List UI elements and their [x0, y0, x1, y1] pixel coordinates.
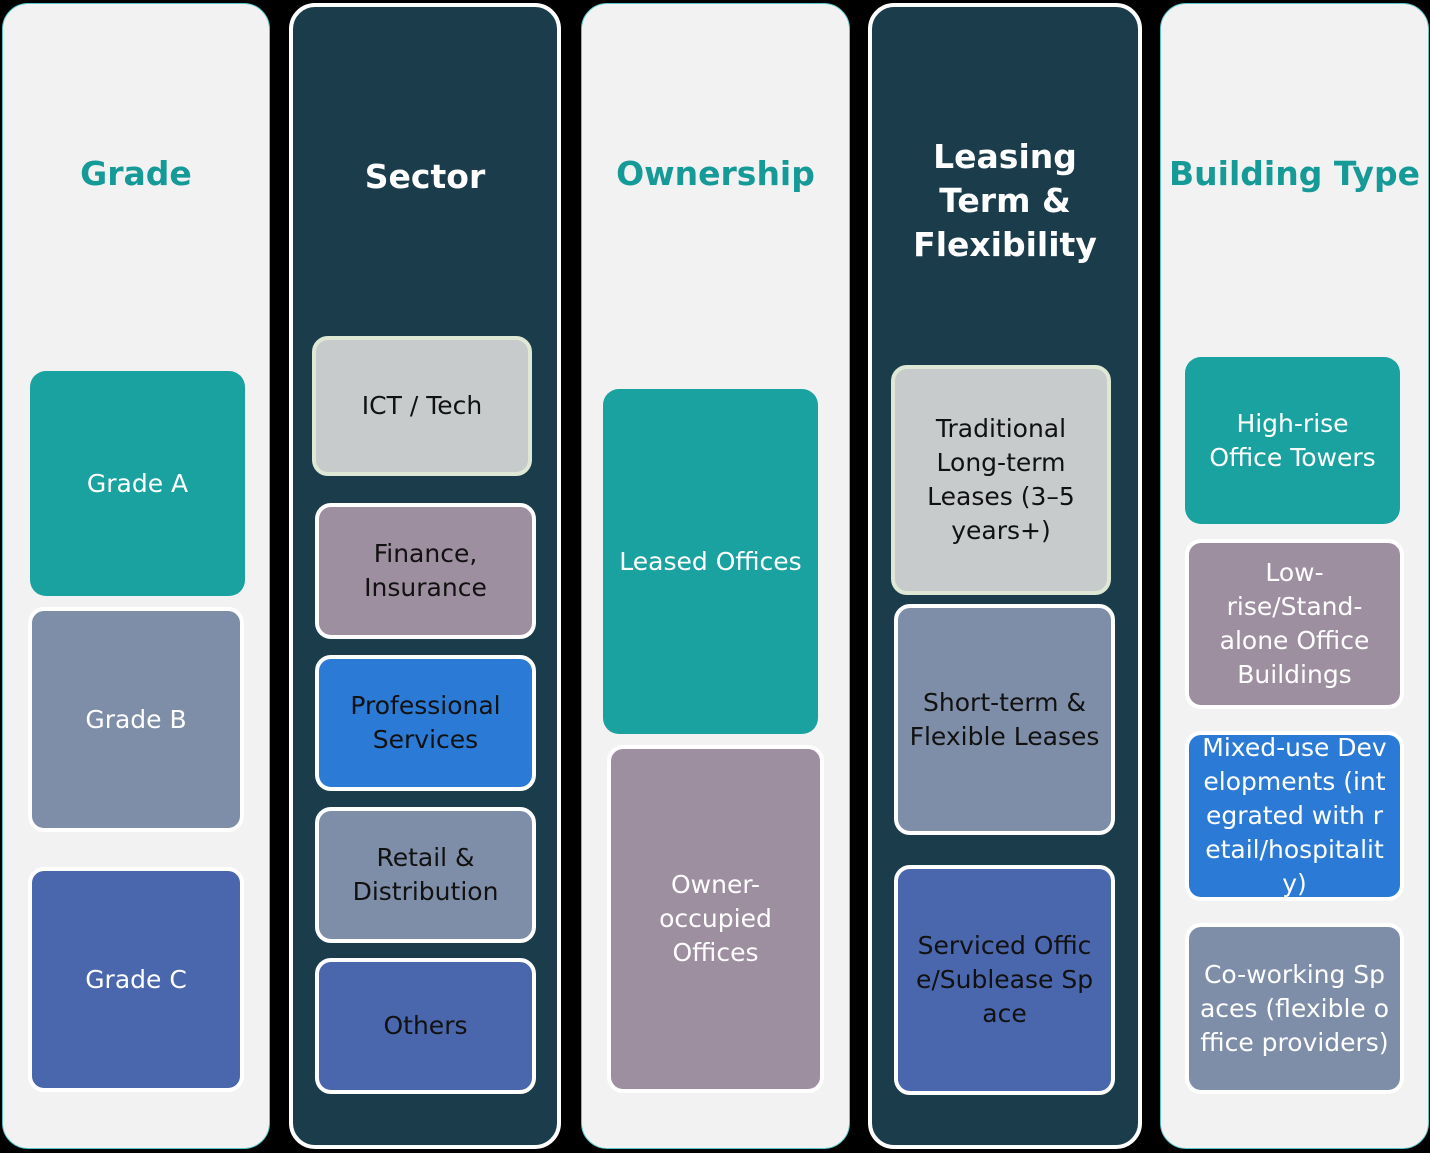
item-grade-c: Grade C — [28, 867, 244, 1092]
column-title: Building Type — [1169, 154, 1420, 193]
item-co-working-spaces: Co-working Spaces (flexible office provi… — [1185, 923, 1404, 1094]
item-serviced-office-sublease: Serviced Office/Sublease Space — [894, 865, 1115, 1095]
item-mixed-use-developments: Mixed-use Developments (integrated with … — [1185, 731, 1404, 901]
item-grade-b: Grade B — [28, 607, 244, 832]
column-title: Leasing Term & Flexibility — [913, 137, 1097, 264]
item-low-rise-office-buildings: Low-rise/Stand-alone Office Buildings — [1185, 539, 1404, 709]
column-title: Grade — [80, 154, 192, 193]
column-title: Ownership — [616, 154, 815, 193]
item-grade-a: Grade A — [30, 371, 245, 596]
column-title: Sector — [364, 157, 486, 196]
item-leased-offices: Leased Offices — [603, 389, 818, 734]
item-finance-insurance: Finance, Insurance — [315, 503, 536, 639]
item-professional-services: Professional Services — [315, 655, 536, 791]
item-traditional-long-term-leases: Traditional Long-term Leases (3–5 years+… — [891, 365, 1111, 595]
item-short-term-flexible-leases: Short-term & Flexible Leases — [894, 604, 1115, 835]
item-retail-distribution: Retail & Distribution — [315, 807, 536, 943]
item-owner-occupied-offices: Owner-occupied Offices — [607, 745, 824, 1093]
item-ict-tech: ICT / Tech — [312, 336, 532, 476]
item-others: Others — [315, 958, 536, 1094]
item-high-rise-office-towers: High-rise Office Towers — [1185, 357, 1400, 524]
